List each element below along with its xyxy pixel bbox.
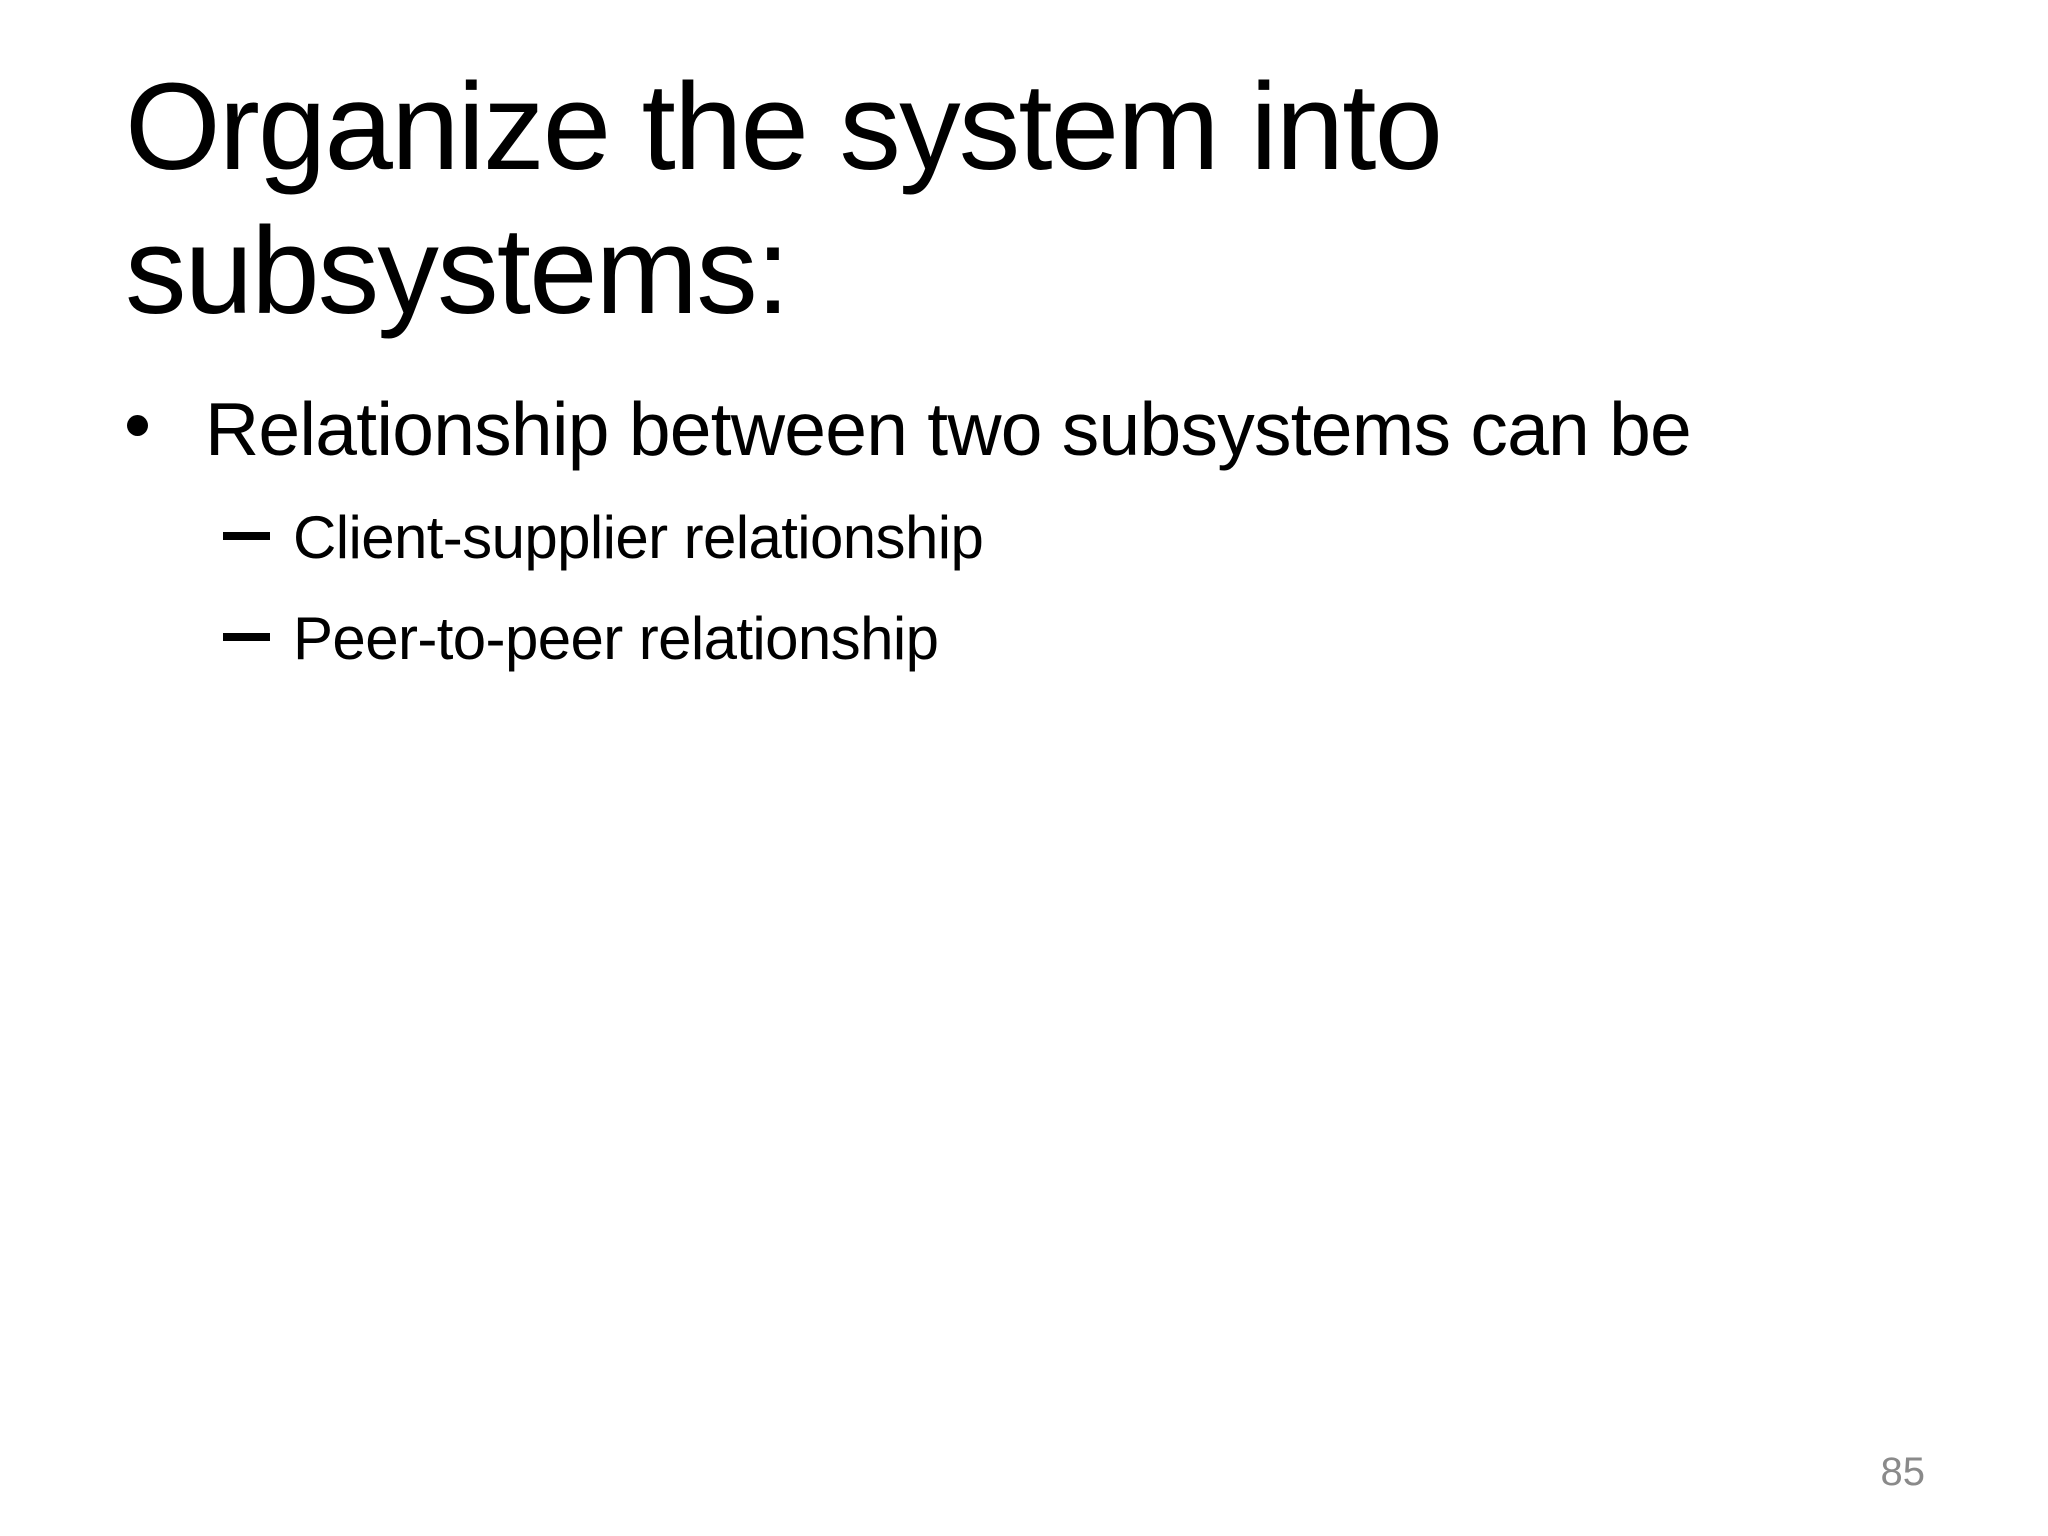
slide-title-line-1: Organize the system into: [125, 59, 1443, 196]
list-item: Relationship between two subsystems can …: [0, 384, 2048, 474]
list-item: Client-supplier relationship: [0, 500, 2048, 575]
sub-bullet-text: Peer-to-peer relationship: [293, 605, 939, 672]
dash-icon: [223, 500, 293, 540]
page-number: 85: [1880, 1450, 1926, 1494]
slide-body: Relationship between two subsystems can …: [0, 384, 2048, 676]
dash-icon: [223, 601, 293, 641]
bullet-text: Relationship between two subsystems can …: [205, 387, 1692, 471]
list-item: Peer-to-peer relationship: [0, 601, 2048, 676]
slide-title: Organize the system into subsystems:: [125, 56, 2048, 344]
sub-bullet-text: Client-supplier relationship: [293, 504, 984, 571]
slide-title-line-2: subsystems:: [125, 203, 790, 340]
bullet-dot-icon: [127, 384, 205, 436]
